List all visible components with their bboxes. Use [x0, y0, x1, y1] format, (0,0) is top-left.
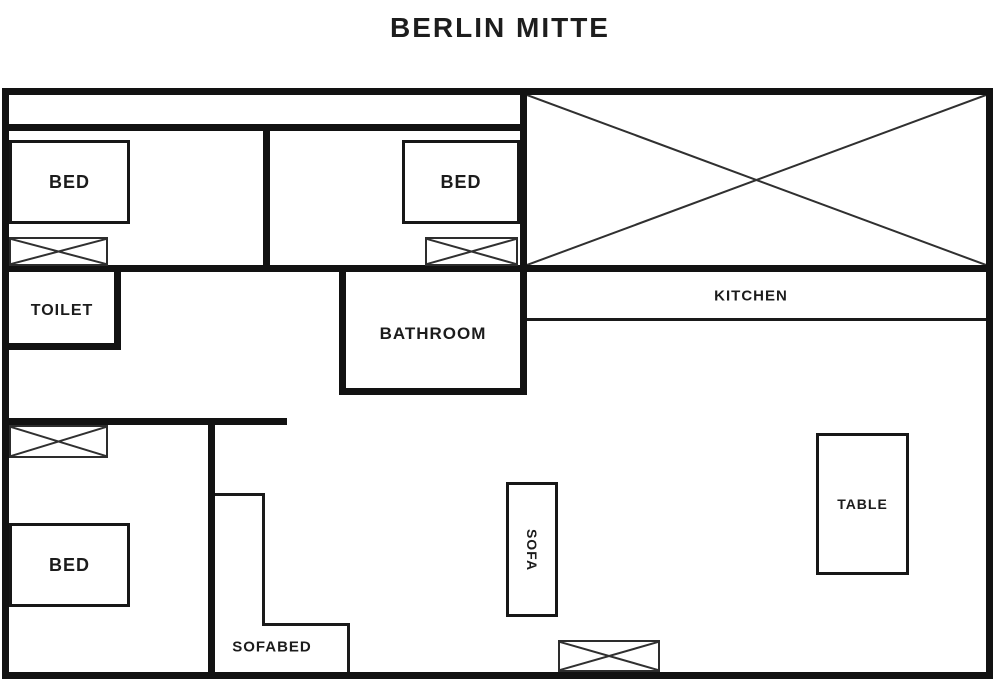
wall-bedroom3-right: [208, 425, 215, 679]
bathroom-label: BATHROOM: [379, 324, 487, 343]
x-mark: [560, 642, 658, 670]
wall-main-vertical: [520, 88, 527, 395]
table: TABLE: [816, 433, 909, 575]
x-mark: [11, 427, 106, 456]
wall-bathroom-left: [339, 272, 346, 395]
bed-top-left: BED: [9, 140, 130, 224]
wall-bedroom3-top: [2, 418, 287, 425]
x-mark: [427, 239, 516, 264]
crossed-box-living-room: [558, 640, 660, 672]
wall-toilet-bottom: [2, 343, 121, 350]
kitchen-counter-line: [527, 318, 986, 321]
wall-mid-horizontal: [2, 265, 993, 272]
sofabed-line-vertical-1: [262, 493, 265, 626]
kitchen-label: KITCHEN: [714, 287, 788, 305]
wall-outer-bottom: [2, 672, 993, 679]
wall-outer-top: [2, 88, 993, 95]
bed-bottom-left: BED: [9, 523, 130, 607]
page-title: BERLIN MITTE: [390, 12, 610, 43]
x-mark: [527, 95, 986, 265]
sofabed-line-middle: [262, 623, 350, 626]
toilet-label: TOILET: [30, 302, 94, 319]
sofabed-line-top: [215, 493, 265, 496]
wall-outer-right: [986, 88, 993, 679]
sofabed-line-vertical-2: [347, 623, 350, 672]
crossed-box-bedroom3: [9, 425, 108, 458]
wall-outer-left: [2, 88, 9, 679]
crossed-box-top-right: [527, 95, 986, 265]
crossed-box-bedroom2: [425, 237, 518, 266]
wall-bathroom-bottom: [339, 388, 527, 395]
wall-toilet-right: [114, 272, 121, 350]
crossed-box-bedroom1: [9, 237, 108, 266]
bed-label: BED: [48, 554, 90, 575]
sofa: SOFA: [506, 482, 558, 617]
table-label: TABLE: [837, 496, 888, 512]
x-mark: [11, 239, 106, 264]
bed-top-middle: BED: [402, 140, 520, 224]
bed-label: BED: [48, 171, 90, 192]
wall-bedroom-divider: [263, 124, 270, 272]
sofabed-label: SOFABED: [232, 638, 312, 656]
sofa-label: SOFA: [524, 528, 540, 571]
bed-label: BED: [440, 171, 482, 192]
